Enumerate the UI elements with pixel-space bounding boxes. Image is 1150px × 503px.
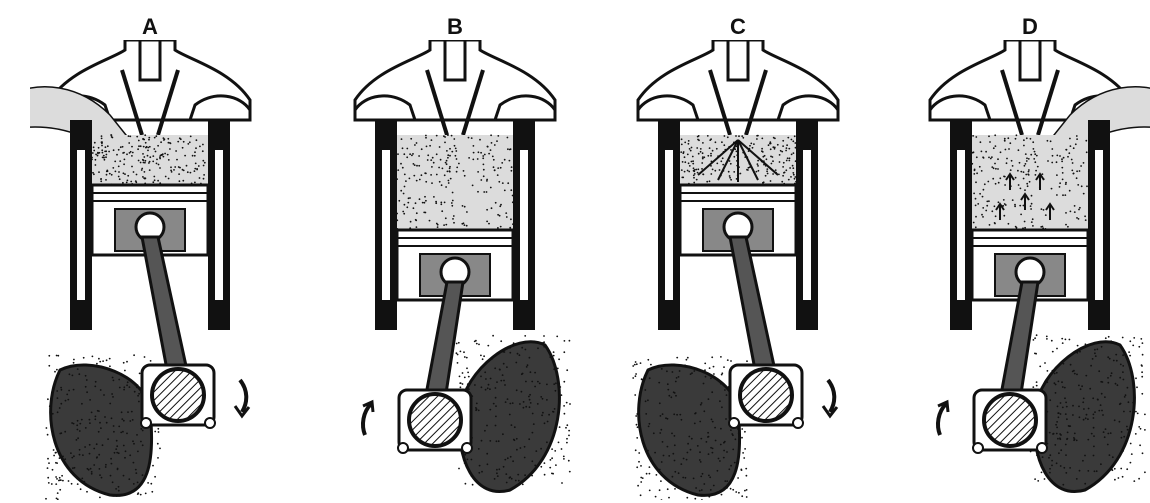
spark-plug (140, 40, 160, 80)
rotation-arrow-up-icon (363, 402, 373, 435)
crank-counterweight (459, 342, 559, 492)
water-jacket-left (665, 150, 673, 300)
engine-diagram-b (335, 40, 575, 500)
water-jacket-right (520, 150, 528, 300)
water-jacket-right (1095, 150, 1103, 300)
water-jacket-left (382, 150, 390, 300)
rod-bolt-right (462, 443, 472, 453)
panel-c: C (618, 0, 858, 503)
connecting-rod (142, 237, 188, 375)
crank-pin (409, 394, 461, 446)
panel-label-d: D (910, 14, 1150, 40)
rotation-arrow-down-icon (823, 380, 837, 416)
crank-counterweight (51, 365, 152, 495)
combustion-chamber (397, 135, 513, 230)
rod-bolt-left (398, 443, 408, 453)
crank-pin (984, 394, 1036, 446)
rotation-arrow-up-icon (938, 402, 948, 435)
spark-plug (445, 40, 465, 80)
rod-bolt-right (1037, 443, 1047, 453)
crank-pin (740, 369, 792, 421)
rod-bolt-right (793, 418, 803, 428)
crank-pin (152, 369, 204, 421)
panel-a: A (30, 0, 270, 503)
spark-plug (1020, 40, 1040, 80)
rod-bolt-right (205, 418, 215, 428)
engine-diagram-d (910, 40, 1150, 500)
rotation-arrow-down-icon (235, 380, 249, 416)
water-jacket-right (803, 150, 811, 300)
rod-bolt-left (141, 418, 151, 428)
engine-diagram-a (30, 40, 270, 500)
panel-b: B (335, 0, 575, 503)
water-jacket-right (215, 150, 223, 300)
rod-bolt-left (973, 443, 983, 453)
crank-counterweight (639, 365, 740, 495)
panel-label-c: C (618, 14, 858, 40)
connecting-rod (730, 237, 776, 375)
panel-label-b: B (335, 14, 575, 40)
engine-diagram-c (618, 40, 858, 500)
panel-d: D (910, 0, 1150, 503)
rod-bolt-left (729, 418, 739, 428)
spark-plug (728, 40, 748, 80)
water-jacket-left (957, 150, 965, 300)
panel-label-a: A (30, 14, 270, 40)
water-jacket-left (77, 150, 85, 300)
